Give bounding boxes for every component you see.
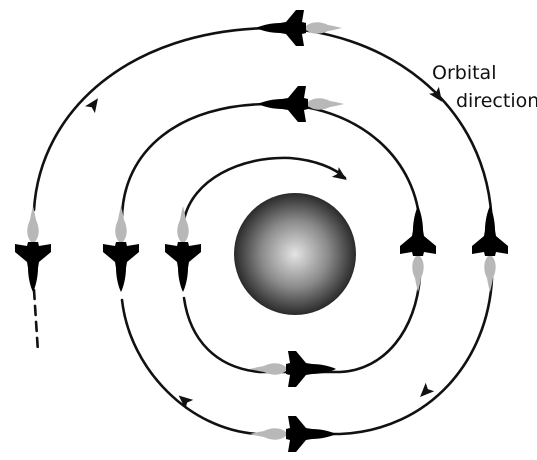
arrowhead-icon [416,383,434,401]
space-shuttle-icon [165,206,201,292]
space-shuttle-icon [103,206,139,292]
space-shuttle-icon [472,206,508,292]
arrowhead-icon [85,95,103,113]
planet [234,193,356,315]
orbital-direction-label: Orbital [432,62,496,84]
space-shuttle-icon [250,351,336,387]
space-shuttle-icon [15,206,51,292]
space-shuttle-icon [256,10,342,46]
outer-orbit-path [34,28,492,228]
space-shuttle-icon [258,86,344,122]
space-shuttle-icon [250,416,336,452]
inner-orbit-lower-path [184,298,260,372]
space-shuttle-icon [400,206,436,292]
orbital-direction-label-line2: direction [456,90,537,112]
outer-orbit-tail [34,290,38,352]
